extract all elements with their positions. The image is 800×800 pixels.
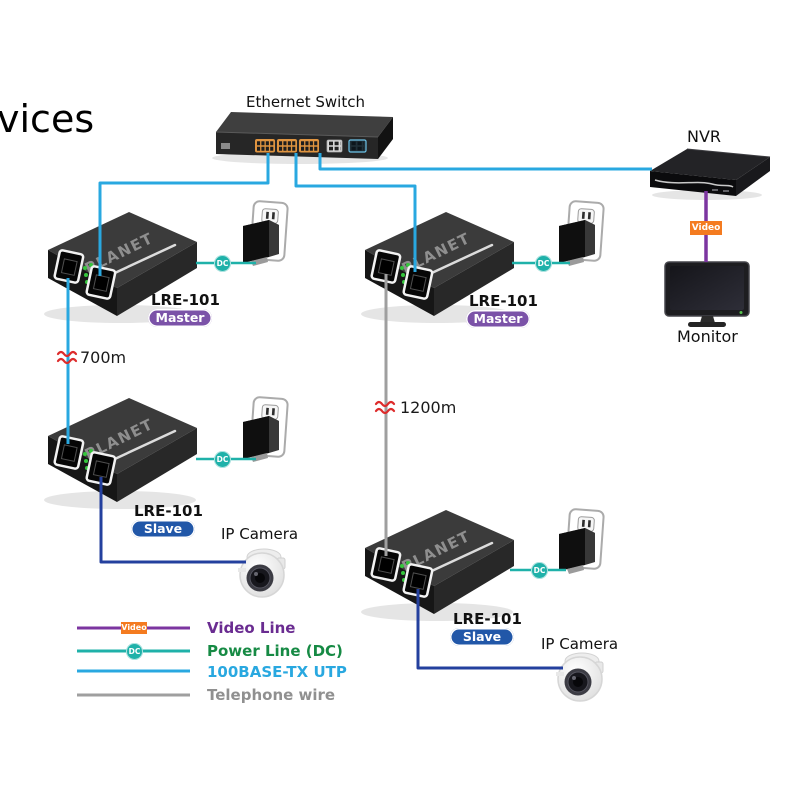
power-adapter-illustration: [243, 200, 289, 266]
switch-port-bank: [255, 139, 367, 153]
legend-label-power-line: Power Line (DC): [207, 642, 343, 660]
lre101-right-slave-label: LRE-101: [453, 610, 522, 628]
distance-break-mark-left: [56, 357, 78, 365]
ip-camera-left-label: IP Camera: [221, 525, 299, 543]
power-led: [739, 311, 743, 314]
lre101-right-master-label: LRE-101: [469, 292, 538, 310]
ip-camera-illustration: [238, 548, 286, 598]
dc-badge: DC: [214, 255, 231, 272]
distance-break-mark-right: [374, 407, 396, 415]
monitor-label: Monitor: [677, 327, 738, 346]
camera-cable-right: [416, 589, 563, 670]
dc-badge: DC: [214, 451, 231, 468]
ethernet-switch-illustration: [215, 112, 393, 159]
rj45-port: [85, 265, 117, 300]
left-distance-label: 700m: [80, 348, 127, 367]
left-slave-role-badge: Slave: [131, 520, 195, 538]
legend-label-utp: 100BASE-TX UTP: [207, 663, 347, 681]
dc-badge: DC: [531, 562, 548, 579]
lre101-left-master-illustration: PLANET: [48, 212, 197, 316]
legend-label-telephone-wire: Telephone wire: [207, 686, 336, 704]
lre101-right-master-illustration: PLANET: [365, 212, 514, 316]
page-heading-fragment: vices: [0, 97, 95, 141]
right-slave-role-badge: Slave: [450, 628, 514, 646]
power-adapter-illustration: [559, 508, 605, 574]
left-master-role-badge: Master: [148, 309, 212, 327]
monitor-illustration: [664, 261, 750, 327]
right-distance-label: 1200m: [400, 398, 457, 417]
lre101-left-master-label: LRE-101: [151, 291, 220, 309]
power-adapter-illustration: [559, 200, 605, 266]
legend-dc-badge: DC: [126, 643, 143, 660]
legend-video-badge: Video: [121, 622, 147, 634]
ethernet-switch-label: Ethernet Switch: [246, 93, 365, 111]
utp-cable-switch-to-left-master: [98, 153, 270, 276]
nvr-label: NVR: [687, 127, 722, 146]
nvr-illustration: [650, 148, 771, 196]
video-badge: Video: [690, 221, 722, 235]
utp-cable-switch-to-nvr: [318, 153, 652, 171]
distance-break-mark-left: [56, 350, 78, 358]
rj45-port: [85, 451, 117, 486]
legend-lines: [77, 626, 190, 697]
camera-cable-left: [99, 477, 246, 564]
utp-cable-switch-to-right-master: [294, 153, 417, 272]
rj45-port: [370, 547, 402, 582]
rj45-port: [370, 249, 402, 284]
ip-camera-right-label: IP Camera: [541, 635, 619, 653]
rj45-port: [402, 563, 434, 598]
lre101-left-slave-illustration: PLANET: [48, 398, 197, 502]
rj45-port: [53, 435, 85, 470]
lre101-left-slave-label: LRE-101: [134, 502, 203, 520]
legend-label-video-line: Video Line: [207, 619, 296, 637]
lre101-right-slave-illustration: PLANET: [365, 510, 514, 614]
right-master-role-badge: Master: [466, 310, 530, 328]
ip-camera-illustration: [556, 652, 604, 702]
rj45-port: [53, 249, 85, 284]
power-adapter-illustration: [243, 396, 289, 462]
dc-badge: DC: [535, 255, 552, 272]
rj45-port: [402, 265, 434, 300]
console-port: [221, 143, 230, 149]
distance-break-mark-right: [374, 400, 396, 408]
